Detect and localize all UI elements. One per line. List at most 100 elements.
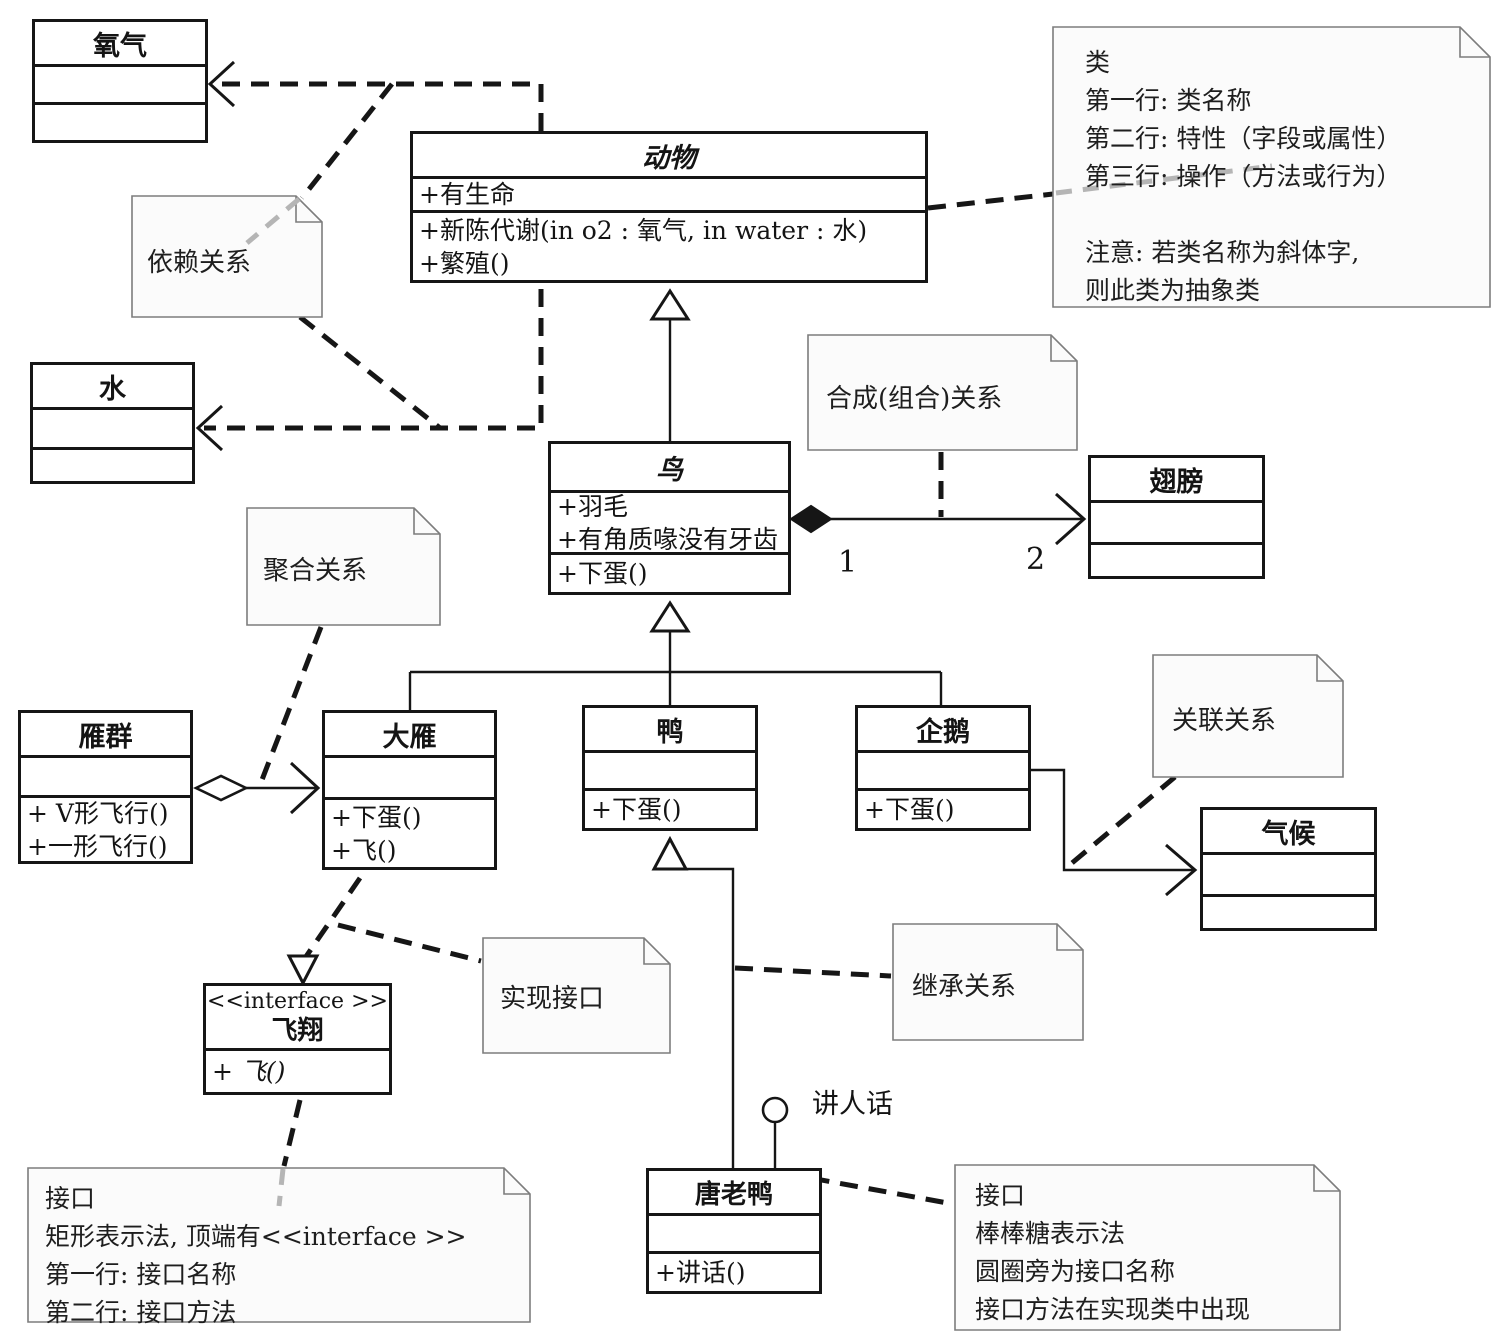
class-wildgoose-attrs [325,755,494,797]
interface-fly-header: <<interface >> 飞翔 [206,986,389,1048]
class-penguin-attrs [858,750,1028,788]
attr: +羽毛 [557,491,628,521]
note-line: 第三行: 操作（方法或行为） [1085,162,1402,191]
interface-fly-name: 飞翔 [271,1016,324,1046]
op: +一形飞行() [27,831,168,861]
class-flock-attrs [21,755,190,795]
multiplicity-bird-side: 1 [838,545,858,580]
class-bird-ops: +下蛋() [551,552,788,592]
note-line: 注意: 若类名称为斜体字, [1085,238,1360,267]
class-duck: 鸭 +下蛋() [582,705,758,831]
note-line [1085,196,1401,234]
op: + 飞() [212,1057,286,1086]
note-class-explain: 类 第一行: 类名称 第二行: 特性（字段或属性） 第三行: 操作（方法或行为）… [1085,44,1401,310]
note-aggregation: 聚合关系 [263,556,368,586]
class-wing: 翅膀 [1088,455,1265,579]
attr: +有角质喙没有牙齿 [557,524,778,554]
op: +新陈代谢(in o2 : 氧气, in water : 水) [419,215,868,245]
class-donald-name: 唐老鸭 [694,1179,773,1210]
class-penguin-ops: +下蛋() [858,788,1028,828]
class-animal-ops: +新陈代谢(in o2 : 氧气, in water : 水) +繁殖() [413,210,925,280]
class-oxygen-name: 氧气 [93,30,147,62]
class-flock: 雁群 + V形飞行() +一形飞行() [18,710,193,864]
class-bird-attrs: +羽毛 +有角质喙没有牙齿 [551,490,788,554]
op: + V形飞行() [27,798,169,828]
note-line: 第一行: 接口名称 [45,1260,237,1289]
class-donald-ops: +讲话() [649,1251,819,1291]
class-water-ops [33,447,192,481]
composition-edge-bird-wing [789,492,1087,546]
note-inheritance: 继承关系 [912,972,1017,1002]
op: +繁殖() [419,248,510,278]
generalization-edge-bird-animal [649,288,691,441]
note-line: 第一行: 类名称 [1085,86,1252,115]
note-edge-interface-rect [281,1099,303,1167]
op: +讲话() [655,1258,746,1287]
note-edge-aggregation [257,626,324,786]
class-climate-ops [1203,894,1374,928]
class-water: 水 [30,362,195,484]
note-edge-inheritance [734,965,892,979]
note-line: 第二行: 接口方法 [45,1298,237,1327]
note-line: 第二行: 特性（字段或属性） [1085,124,1402,153]
class-bird: 鸟 +羽毛 +有角质喙没有牙齿 +下蛋() [548,441,791,595]
class-duck-attrs [585,750,755,788]
class-water-attrs [33,407,192,447]
class-wing-name: 翅膀 [1149,466,1204,498]
note-edge-classnote-animal [927,191,1054,211]
interface-stereotype: <<interface >> [207,989,388,1014]
op: +下蛋() [591,795,682,824]
class-penguin: 企鹅 +下蛋() [855,705,1031,831]
op: +飞() [331,835,397,865]
note-inner-dashes [245,163,1273,1207]
class-water-name: 水 [99,373,126,405]
aggregation-edge-flock-goose [192,761,321,815]
note-dependency: 依赖关系 [147,248,252,278]
note-association: 关联关系 [1172,706,1277,736]
op: +下蛋() [864,795,955,824]
class-climate-name: 气候 [1261,818,1316,850]
lollipop-interface [761,1096,789,1168]
note-interface-lollipop: 接口 棒棒糖表示法 圆圈旁为接口名称 接口方法在实现类中出现 [975,1177,1250,1329]
class-bird-name: 鸟 [656,454,683,486]
class-oxygen-ops [35,102,205,140]
class-flock-name: 雁群 [78,721,133,753]
note-realization: 实现接口 [500,984,605,1014]
note-interface-rect: 接口 矩形表示法, 顶端有<<interface >> 第一行: 接口名称 第二… [45,1180,466,1332]
note-line: 类 [1085,48,1111,77]
class-duck-ops: +下蛋() [585,788,755,828]
class-wing-attrs [1091,500,1262,542]
class-animal-attrs: +有生命 [413,176,925,210]
class-oxygen: 氧气 [32,19,208,143]
note-composition: 合成(组合)关系 [826,384,1003,414]
generalization-edge-donald-duck [651,835,735,1168]
lollipop-interface-label: 讲人话 [812,1089,893,1120]
class-climate: 气候 [1200,807,1377,931]
multiplicity-wing-side: 2 [1026,542,1046,577]
class-wildgoose: 大雁 +下蛋() +飞() [322,710,497,870]
note-edge-realization [337,922,482,964]
note-line: 接口方法在实现类中出现 [975,1295,1251,1324]
note-line: 圆圈旁为接口名称 [975,1257,1176,1286]
note-shapes [27,26,1491,1331]
interface-fly-ops: + 飞() [206,1048,389,1092]
class-penguin-name: 企鹅 [916,716,970,748]
note-line: 棒棒糖表示法 [975,1219,1126,1248]
class-wing-ops [1091,542,1262,576]
class-duck-name: 鸭 [656,716,684,748]
class-oxygen-attrs [35,64,205,102]
op: +下蛋() [331,802,422,832]
realization-edge-goose-fly [286,876,363,987]
generalization-edge-subclasses-bird [408,600,943,710]
dependency-edge-animal-water [195,289,544,452]
note-edge-association [1064,775,1177,870]
interface-fly: <<interface >> 飞翔 + 飞() [203,983,392,1095]
note-line: 接口 [45,1184,96,1213]
class-wildgoose-ops: +下蛋() +飞() [325,797,494,867]
note-line: 则此类为抽象类 [1085,276,1261,305]
class-donald: 唐老鸭 +讲话() [646,1168,822,1294]
attr: +有生命 [419,180,515,209]
op: +下蛋() [557,559,648,588]
